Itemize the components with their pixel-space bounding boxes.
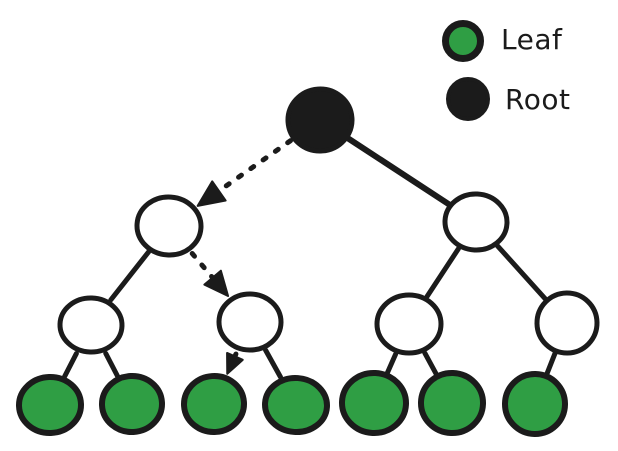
edge-rr-leaf7 (543, 349, 559, 378)
edge-rl-leaf6 (422, 350, 440, 378)
tree-node-root-root (285, 86, 355, 154)
tree-node-leaf-leaf4 (262, 374, 330, 436)
edge-ll-leaf2 (103, 350, 121, 379)
tree-node-leaf-leaf5 (339, 369, 409, 437)
tree-node-internal-l (134, 194, 204, 258)
edge-rl-leaf5 (384, 351, 399, 376)
tree-node-internal-lr (216, 291, 284, 353)
tree-node-internal-ll (57, 295, 125, 355)
legend-leaf-swatch (442, 20, 484, 62)
arrowhead-root-l (196, 180, 227, 207)
traversal-edge-l-lr (189, 251, 216, 281)
legend-item-root: Root (446, 77, 570, 121)
traversal-edge-lr-leaf3 (232, 351, 239, 359)
tree-node-internal-rl (374, 292, 444, 356)
tree-node-leaf-leaf6 (418, 369, 486, 437)
edge-l-ll (108, 249, 152, 303)
tree-node-leaf-leaf2 (99, 372, 165, 436)
tree-node-internal-rr (534, 290, 600, 356)
edge-r-rl (424, 246, 461, 299)
nodes-layer (16, 86, 600, 437)
tree-node-leaf-leaf7 (502, 371, 568, 437)
legend-root-label: Root (505, 83, 570, 116)
edge-root-r (344, 135, 453, 208)
legend-item-leaf: Leaf (442, 20, 563, 62)
tree-node-leaf-leaf3 (181, 372, 247, 436)
tree-node-leaf-leaf1 (16, 373, 84, 437)
tree-node-internal-r (442, 191, 510, 253)
edge-lr-leaf4 (263, 347, 283, 380)
legend-leaf-label: Leaf (501, 23, 563, 56)
traversal-edge-root-l (216, 138, 294, 194)
edge-r-rr (494, 243, 549, 303)
edge-ll-leaf1 (62, 350, 79, 380)
legend-root-swatch (446, 77, 490, 121)
edges-layer (62, 135, 559, 380)
arrowhead-l-lr (203, 269, 230, 298)
